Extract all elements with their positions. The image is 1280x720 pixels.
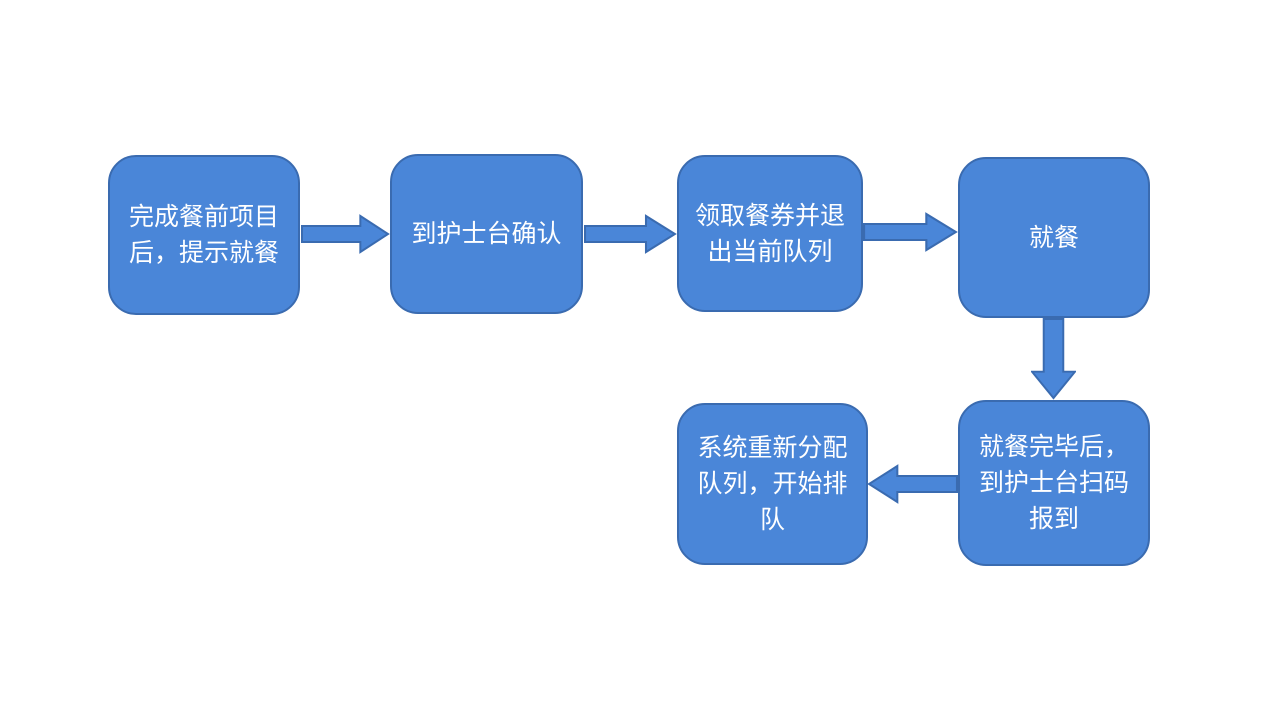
flow-node-label: 就餐 (1028, 223, 1079, 252)
flow-node-step4: 就餐 (958, 157, 1150, 318)
flow-node-step3: 领取餐券并退出当前队列 (677, 155, 863, 312)
flow-node-step2: 到护士台确认 (390, 154, 583, 314)
flow-node-step6: 系统重新分配队列，开始排队 (677, 403, 868, 565)
arrow-right-step3-step4 (863, 212, 958, 252)
flow-node-label: 到护士台确认 (411, 220, 562, 248)
flow-node-label: 系统重新分配队列，开始排队 (697, 434, 848, 534)
arrow-left-step5-step6 (867, 464, 958, 504)
flow-node-step5: 就餐完毕后，到护士台扫码报到 (958, 400, 1150, 566)
arrow-down-step4-step5 (1031, 318, 1076, 400)
arrow-right-step2-step3 (584, 214, 677, 254)
flow-node-label: 完成餐前项目后，提示就餐 (128, 203, 279, 267)
flow-node-step1: 完成餐前项目后，提示就餐 (108, 155, 300, 315)
arrow-right-step1-step2 (301, 214, 390, 254)
flow-node-label: 领取餐券并退出当前队列 (694, 201, 845, 266)
flow-node-label: 就餐完毕后，到护士台扫码报到 (978, 433, 1129, 533)
